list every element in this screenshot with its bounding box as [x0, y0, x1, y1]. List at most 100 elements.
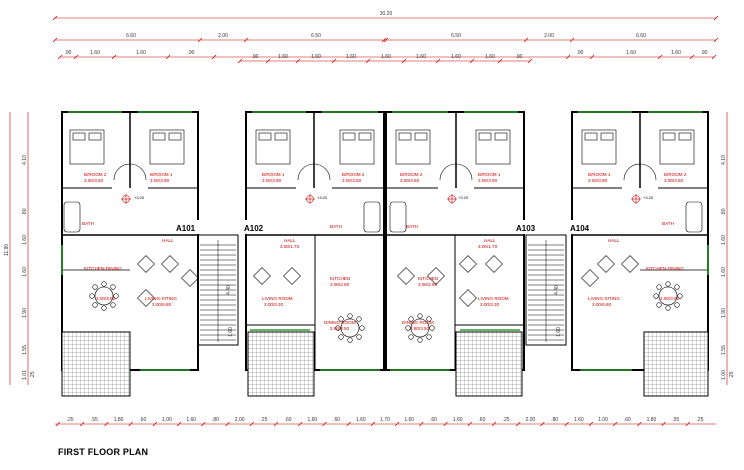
- chair: [347, 313, 353, 319]
- unit-label: A104: [570, 224, 590, 233]
- dimension-tick: [565, 54, 571, 60]
- room-name: B/ROOM 1: [262, 172, 285, 177]
- room-size: 3.00/1.70: [280, 244, 300, 249]
- dim-label: .60: [333, 417, 340, 423]
- chair: [356, 316, 362, 322]
- dim-label: .25: [729, 371, 735, 378]
- dim-label: .25: [30, 371, 36, 378]
- dim-label: 1.60: [453, 417, 463, 423]
- room-name: HALL: [608, 238, 620, 243]
- dimension-tick: [128, 421, 133, 427]
- room-size: 3.00/2.80: [418, 282, 438, 287]
- dim-label: 1.60: [626, 50, 636, 56]
- dim-label: 1.60: [721, 267, 727, 277]
- dimension-tick: [57, 54, 63, 60]
- bed: [149, 129, 185, 165]
- dim-label: .55: [672, 417, 679, 423]
- bed: [475, 129, 511, 165]
- dim-label: .90: [516, 54, 523, 60]
- room-name: KITCHEN: [330, 276, 350, 281]
- armchair: [597, 255, 615, 273]
- dimension-tick: [152, 421, 158, 427]
- dim-label: 1.80: [114, 417, 124, 423]
- door-swing: [455, 163, 473, 181]
- armchair: [253, 267, 271, 285]
- dimension-ticks: [52, 15, 719, 64]
- room-size: 3.00/3.90: [660, 296, 680, 301]
- dim-label: 1.60: [381, 54, 391, 60]
- room-size: 3.00/3.30: [480, 302, 500, 307]
- dimension-tick: [443, 421, 448, 427]
- room-size: 3.00/3.90: [262, 178, 282, 183]
- top-dims-row1: 6.60 2.00 6.50 6.50 2.00 6.60: [126, 33, 646, 39]
- room-size: 3.00/1.70: [478, 244, 498, 249]
- dimension-tick: [419, 421, 424, 427]
- chair: [92, 284, 98, 290]
- dim-label: 1.01: [22, 370, 28, 380]
- room-size: 2.80/3.50: [410, 326, 430, 331]
- bathtub: [63, 201, 81, 233]
- room-name: LIVING-SITING: [145, 296, 177, 301]
- furniture: [63, 129, 703, 343]
- dim-label: .90: [252, 54, 259, 60]
- chair: [356, 334, 362, 340]
- bed: [69, 129, 105, 165]
- dim-label: 1.60: [556, 327, 562, 337]
- room-name: BATH: [330, 224, 342, 229]
- dimension-tick: [79, 421, 85, 427]
- dining-table: [410, 318, 430, 338]
- room-name: HALL: [284, 238, 296, 243]
- dim-label: .25: [696, 417, 703, 423]
- chair: [665, 305, 671, 311]
- dimension-tick: [523, 37, 529, 43]
- dim-label: 1.60: [186, 417, 196, 423]
- room-name: B/ROOM 2: [400, 172, 423, 177]
- chair: [656, 302, 662, 308]
- chair: [338, 316, 344, 322]
- chair: [665, 281, 671, 287]
- room-name: LIVING ROOM: [262, 296, 293, 301]
- dim-label: 6.50: [451, 33, 461, 39]
- bed: [339, 129, 375, 165]
- dim-label: 1.60: [136, 50, 146, 56]
- dim-label: .80: [721, 208, 727, 215]
- dim-label: 1.60: [416, 54, 426, 60]
- dim-label: 1.90: [22, 308, 28, 318]
- room-name: HALL: [162, 238, 174, 243]
- pillow: [584, 132, 598, 141]
- chair: [674, 284, 680, 290]
- dim-label: 1.60: [451, 54, 461, 60]
- dimension-tick: [322, 421, 327, 427]
- pillow: [342, 132, 356, 141]
- dim-label: 6.50: [311, 33, 321, 39]
- dimension-tick: [211, 54, 217, 60]
- chair: [89, 293, 95, 299]
- dimension-tick: [540, 421, 545, 427]
- unit-label: A103: [516, 224, 536, 233]
- dimension-tick: [365, 58, 371, 64]
- pillow: [600, 132, 614, 141]
- dimension-tick: [657, 54, 663, 60]
- pillow: [152, 132, 166, 141]
- dim-label: 1.90: [721, 308, 727, 318]
- dim-label: .55: [91, 417, 98, 423]
- dimension-tick: [491, 421, 497, 427]
- armchair: [137, 255, 155, 273]
- chair: [656, 284, 662, 290]
- unit-a104: A104 B/ROOM 1 3.00/3.90 B/ROOM 2 3.00/3.…: [566, 172, 687, 307]
- dim-label: 2.00: [525, 417, 535, 423]
- dim-label: .25: [67, 417, 74, 423]
- dim-label: 1.80: [647, 417, 657, 423]
- chair: [674, 302, 680, 308]
- bed: [395, 129, 431, 165]
- armchair: [283, 267, 301, 285]
- plan-title: FIRST FLOOR PLAN: [58, 447, 149, 457]
- chair: [110, 302, 116, 308]
- room-name: B/ROOM 2: [84, 172, 107, 177]
- chair: [110, 284, 116, 290]
- room-name: BATH: [82, 221, 94, 226]
- pillow: [494, 132, 508, 141]
- chair: [359, 325, 365, 331]
- room-size: 2.80/3.50: [330, 326, 350, 331]
- dimension-tick: [381, 37, 387, 43]
